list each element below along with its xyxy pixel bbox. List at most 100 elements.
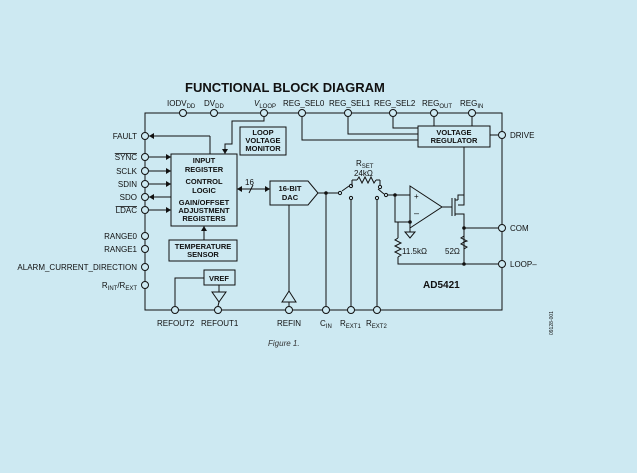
lvm-line1: LOOP bbox=[252, 128, 273, 137]
pin-ldac bbox=[141, 206, 149, 214]
label-sdin: SDIN bbox=[118, 180, 137, 189]
vref-label: VREF bbox=[209, 274, 229, 283]
op-amp-minus: – bbox=[414, 208, 419, 218]
loop-voltage-monitor-block bbox=[239, 126, 287, 156]
pin-dvdd bbox=[210, 109, 218, 117]
data-bus: 16 bbox=[237, 178, 270, 194]
pin-fault bbox=[141, 132, 149, 140]
temp-sensor-line1: TEMPERATURE bbox=[175, 242, 232, 251]
label-regin: REGIN bbox=[460, 99, 483, 110]
pin-iodvdd bbox=[179, 109, 187, 117]
bus-width: 16 bbox=[245, 178, 254, 187]
label-refout2: REFOUT2 bbox=[157, 319, 195, 328]
label-alarm: ALARM_CURRENT_DIRECTION bbox=[17, 263, 137, 272]
control-logic-line2: LOGIC bbox=[192, 186, 216, 195]
pin-sclk bbox=[141, 167, 149, 175]
label-rext2: REXT2 bbox=[366, 319, 387, 330]
op-amp-plus: + bbox=[414, 192, 419, 201]
rset-value: 24kΩ bbox=[354, 169, 373, 178]
vreg-line1: VOLTAGE bbox=[436, 128, 471, 137]
pin-range1 bbox=[141, 245, 149, 253]
label-rext1: REXT1 bbox=[340, 319, 361, 330]
pin-rext2 bbox=[373, 306, 381, 314]
left-pins: FAULT SYNC SCLK SDIN SDO LDAC RANGE0 RAN… bbox=[17, 132, 149, 292]
label-regsel2: REG_SEL2 bbox=[374, 99, 416, 108]
label-ldac: LDAC bbox=[116, 206, 138, 215]
lvm-line3: MONITOR bbox=[245, 144, 281, 153]
pin-refout1 bbox=[214, 306, 222, 314]
pin-sdin bbox=[141, 180, 149, 188]
pin-sync bbox=[141, 153, 149, 161]
vreg-line2: REGULATOR bbox=[431, 136, 478, 145]
serial-interface-wires bbox=[149, 133, 211, 213]
part-number: AD5421 bbox=[423, 280, 460, 291]
label-com: COM bbox=[510, 224, 529, 233]
label-range1: RANGE1 bbox=[104, 245, 137, 254]
dac-line1: 16-BIT bbox=[279, 184, 302, 193]
ground-and-r1 bbox=[393, 220, 498, 265]
vloop-wire bbox=[222, 117, 265, 154]
pin-cin bbox=[322, 306, 330, 314]
gain-offset-line3: REGISTERS bbox=[182, 214, 225, 223]
r1-label: 11.5kΩ bbox=[402, 247, 427, 256]
figure-caption: Figure 1. bbox=[268, 339, 300, 348]
temperature-sensor-block bbox=[168, 239, 238, 262]
r2-network bbox=[460, 226, 498, 266]
pin-regout bbox=[430, 109, 438, 117]
temp-sensor-arrow bbox=[201, 226, 207, 231]
vref-wires bbox=[174, 277, 220, 307]
pin-refin bbox=[285, 306, 293, 314]
r2-label: 52Ω bbox=[445, 247, 460, 256]
label-refin: REFIN bbox=[277, 319, 301, 328]
bottom-pins: REFOUT2 REFOUT1 REFIN CIN REXT1 REXT2 bbox=[157, 306, 387, 330]
label-range0: RANGE0 bbox=[104, 232, 137, 241]
label-sdo: SDO bbox=[120, 193, 137, 202]
input-register-line2: REGISTER bbox=[185, 165, 224, 174]
label-regsel1: REG_SEL1 bbox=[329, 99, 371, 108]
gain-offset-line2: ADJUSTMENT bbox=[178, 206, 230, 215]
pin-alarm bbox=[141, 263, 149, 271]
label-fault: FAULT bbox=[113, 132, 137, 141]
label-dvdd: DVDD bbox=[204, 99, 224, 110]
label-vloop: VLOOP bbox=[254, 99, 276, 110]
pin-sdo bbox=[141, 193, 149, 201]
control-logic-line1: CONTROL bbox=[185, 177, 222, 186]
diagram-title: FUNCTIONAL BLOCK DIAGRAM bbox=[185, 80, 385, 95]
top-pins: IODVDD DVDD VLOOP REG_SEL0 REG_SEL1 REG_… bbox=[167, 99, 483, 117]
label-cin: CIN bbox=[320, 319, 332, 330]
pin-rext1 bbox=[347, 306, 355, 314]
input-register-line1: INPUT bbox=[193, 156, 216, 165]
pin-loop-minus bbox=[498, 260, 506, 268]
label-drive: DRIVE bbox=[510, 131, 534, 140]
ground-icon bbox=[403, 231, 417, 239]
pin-vloop bbox=[260, 109, 268, 117]
right-pins: DRIVE COM LOOP– bbox=[498, 131, 537, 269]
label-regsel0: REG_SEL0 bbox=[283, 99, 325, 108]
output-transistor bbox=[442, 147, 465, 264]
refin-path bbox=[281, 205, 297, 306]
label-loop-minus: LOOP– bbox=[510, 260, 537, 269]
rset-network bbox=[318, 175, 410, 306]
op-amp bbox=[409, 185, 443, 229]
rset-label: RSET bbox=[356, 159, 374, 170]
label-iodvdd: IODVDD bbox=[167, 99, 196, 110]
temp-sensor-line2: SENSOR bbox=[187, 250, 219, 259]
regulator-wires bbox=[301, 117, 498, 206]
doc-code: 09128-001 bbox=[549, 311, 555, 335]
pin-range0 bbox=[141, 232, 149, 240]
pin-regin bbox=[468, 109, 476, 117]
gain-offset-line1: GAIN/OFFSET bbox=[179, 198, 230, 207]
vref-buffer bbox=[211, 291, 227, 303]
pin-regsel0 bbox=[298, 109, 306, 117]
dac-block bbox=[269, 180, 319, 206]
pin-refout2 bbox=[171, 306, 179, 314]
pin-drive bbox=[498, 131, 506, 139]
pin-regsel1 bbox=[344, 109, 352, 117]
label-regout: REGOUT bbox=[422, 99, 452, 110]
label-sync: SYNC bbox=[115, 153, 137, 162]
pin-rint-rext bbox=[141, 281, 149, 289]
pin-regsel2 bbox=[389, 109, 397, 117]
label-rint-rext: RINT/REXT bbox=[102, 281, 137, 292]
voltage-regulator-block bbox=[417, 125, 491, 148]
